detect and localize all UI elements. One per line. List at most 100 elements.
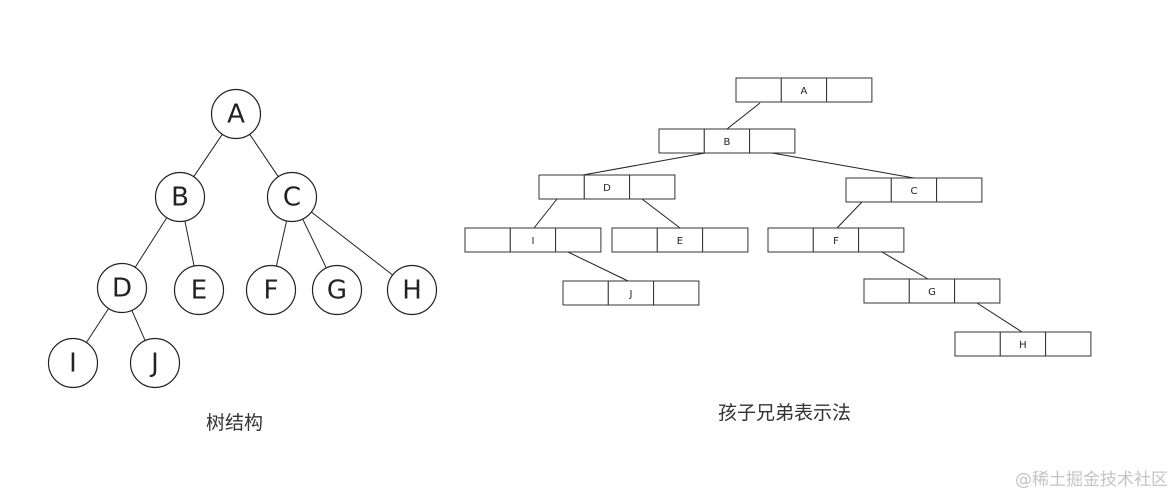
sibling-pointer-cell [936, 177, 983, 203]
sibling-pointer-cell [858, 227, 905, 253]
tree-node-b: B [154, 171, 206, 223]
cs-node-label: A [801, 86, 808, 97]
child-pointer-cell [464, 227, 511, 253]
tree-edge-c-g [302, 218, 327, 269]
cs-node-label: D [603, 183, 611, 194]
data-cell [908, 278, 956, 304]
data-cell [780, 77, 828, 103]
tree-node-label: F [264, 276, 279, 306]
tree-node-label: C [283, 183, 301, 213]
tree-node-label: I [69, 349, 77, 379]
tree-node-circle [311, 264, 363, 316]
cs-child-link-d-i [533, 198, 558, 229]
tree-node-g: G [311, 264, 363, 316]
cs-node-j: J [562, 280, 700, 306]
sibling-pointer-cell [653, 280, 700, 306]
cs-node-label: J [628, 289, 632, 300]
cs-node-label: F [833, 236, 839, 247]
tree-node-circle [173, 264, 225, 316]
tree-node-circle [210, 88, 262, 140]
tree-edge-c-h [311, 211, 393, 276]
tree-node-label: E [191, 276, 207, 306]
cs-node-label: E [677, 236, 683, 247]
tree-node-h: H [386, 264, 438, 316]
sibling-pointer-cell [954, 278, 1001, 304]
tree-node-circle [386, 264, 438, 316]
sibling-pointer-cell [749, 128, 796, 154]
sibling-pointer-cell [629, 174, 676, 200]
child-sibling-nodes: A B D C I E F J G H [464, 77, 1092, 357]
data-cell [890, 177, 938, 203]
child-pointer-cell [562, 280, 609, 306]
child-pointer-cell [845, 177, 892, 203]
sibling-pointer-cell [555, 227, 602, 253]
tree-edge-c-f [275, 220, 288, 267]
child-sibling-links [533, 102, 1023, 333]
tree-edge-d-j [131, 310, 146, 341]
cs-node-g: G [863, 278, 1001, 304]
cs-sibling-link-g-h [976, 302, 1023, 333]
child-pointer-cell [735, 77, 782, 103]
watermark: @稀土掘金技术社区 [1015, 470, 1168, 490]
child-pointer-cell [767, 227, 814, 253]
tree-node-label: A [227, 100, 245, 130]
child-pointer-cell [863, 278, 910, 304]
cs-sibling-link-i-j [567, 251, 629, 282]
tree-node-circle [96, 262, 148, 314]
tree-node-i: I [47, 337, 99, 389]
tree-node-label: D [112, 274, 132, 304]
tree-node-a: A [210, 88, 262, 140]
cs-child-link-b-d [582, 152, 706, 176]
tree-node-f: F [245, 264, 297, 316]
cs-child-link-c-f [836, 201, 863, 229]
tree-node-label: B [171, 183, 189, 213]
child-pointer-cell [611, 227, 658, 253]
cs-node-a: A [735, 77, 873, 103]
tree-edge-a-b [193, 134, 223, 177]
tree-node-circle [245, 264, 297, 316]
tree-node-circle [47, 337, 99, 389]
tree-node-circle [154, 171, 206, 223]
child-sibling-caption: 孩子兄弟表示法 [718, 402, 852, 424]
cs-sibling-link-b-c [771, 152, 915, 179]
cs-node-label: B [724, 137, 731, 148]
tree-node-label: J [149, 349, 159, 379]
cs-node-d: D [538, 174, 676, 200]
tree-caption: 树结构 [206, 412, 264, 434]
cs-sibling-link-d-e [641, 198, 681, 229]
tree-edge-b-d [134, 217, 168, 268]
tree-node-circle [266, 171, 318, 223]
cs-node-h: H [954, 331, 1092, 357]
tree-edge-b-e [184, 220, 195, 267]
cs-sibling-link-f-g [881, 251, 929, 280]
data-cell [607, 280, 655, 306]
child-pointer-cell [658, 128, 705, 154]
tree-node-j: J [129, 337, 181, 389]
child-pointer-cell [954, 331, 1001, 357]
sibling-pointer-cell [826, 77, 873, 103]
data-cell [703, 128, 751, 154]
tree-nodes: A B C D E F G H I J [47, 88, 438, 389]
data-cell [812, 227, 860, 253]
data-cell [656, 227, 704, 253]
tree-node-label: H [402, 276, 422, 306]
cs-node-label: H [1019, 340, 1027, 351]
cs-node-i: I [464, 227, 602, 253]
tree-node-d: D [96, 262, 148, 314]
tree-node-label: G [327, 276, 347, 306]
cs-node-c: C [845, 177, 983, 203]
tree-edge-d-i [85, 308, 110, 343]
cs-node-e: E [611, 227, 749, 253]
sibling-pointer-cell [1045, 331, 1092, 357]
sibling-pointer-cell [702, 227, 749, 253]
cs-child-link-a-b [726, 102, 761, 130]
cs-node-b: B [658, 128, 796, 154]
tree-node-circle [129, 337, 181, 389]
tree-node-e: E [173, 264, 225, 316]
child-pointer-cell [538, 174, 585, 200]
cs-node-label: I [531, 236, 534, 247]
tree-edge-a-c [249, 134, 279, 177]
tree-edges [85, 134, 393, 343]
cs-node-label: C [910, 186, 917, 197]
